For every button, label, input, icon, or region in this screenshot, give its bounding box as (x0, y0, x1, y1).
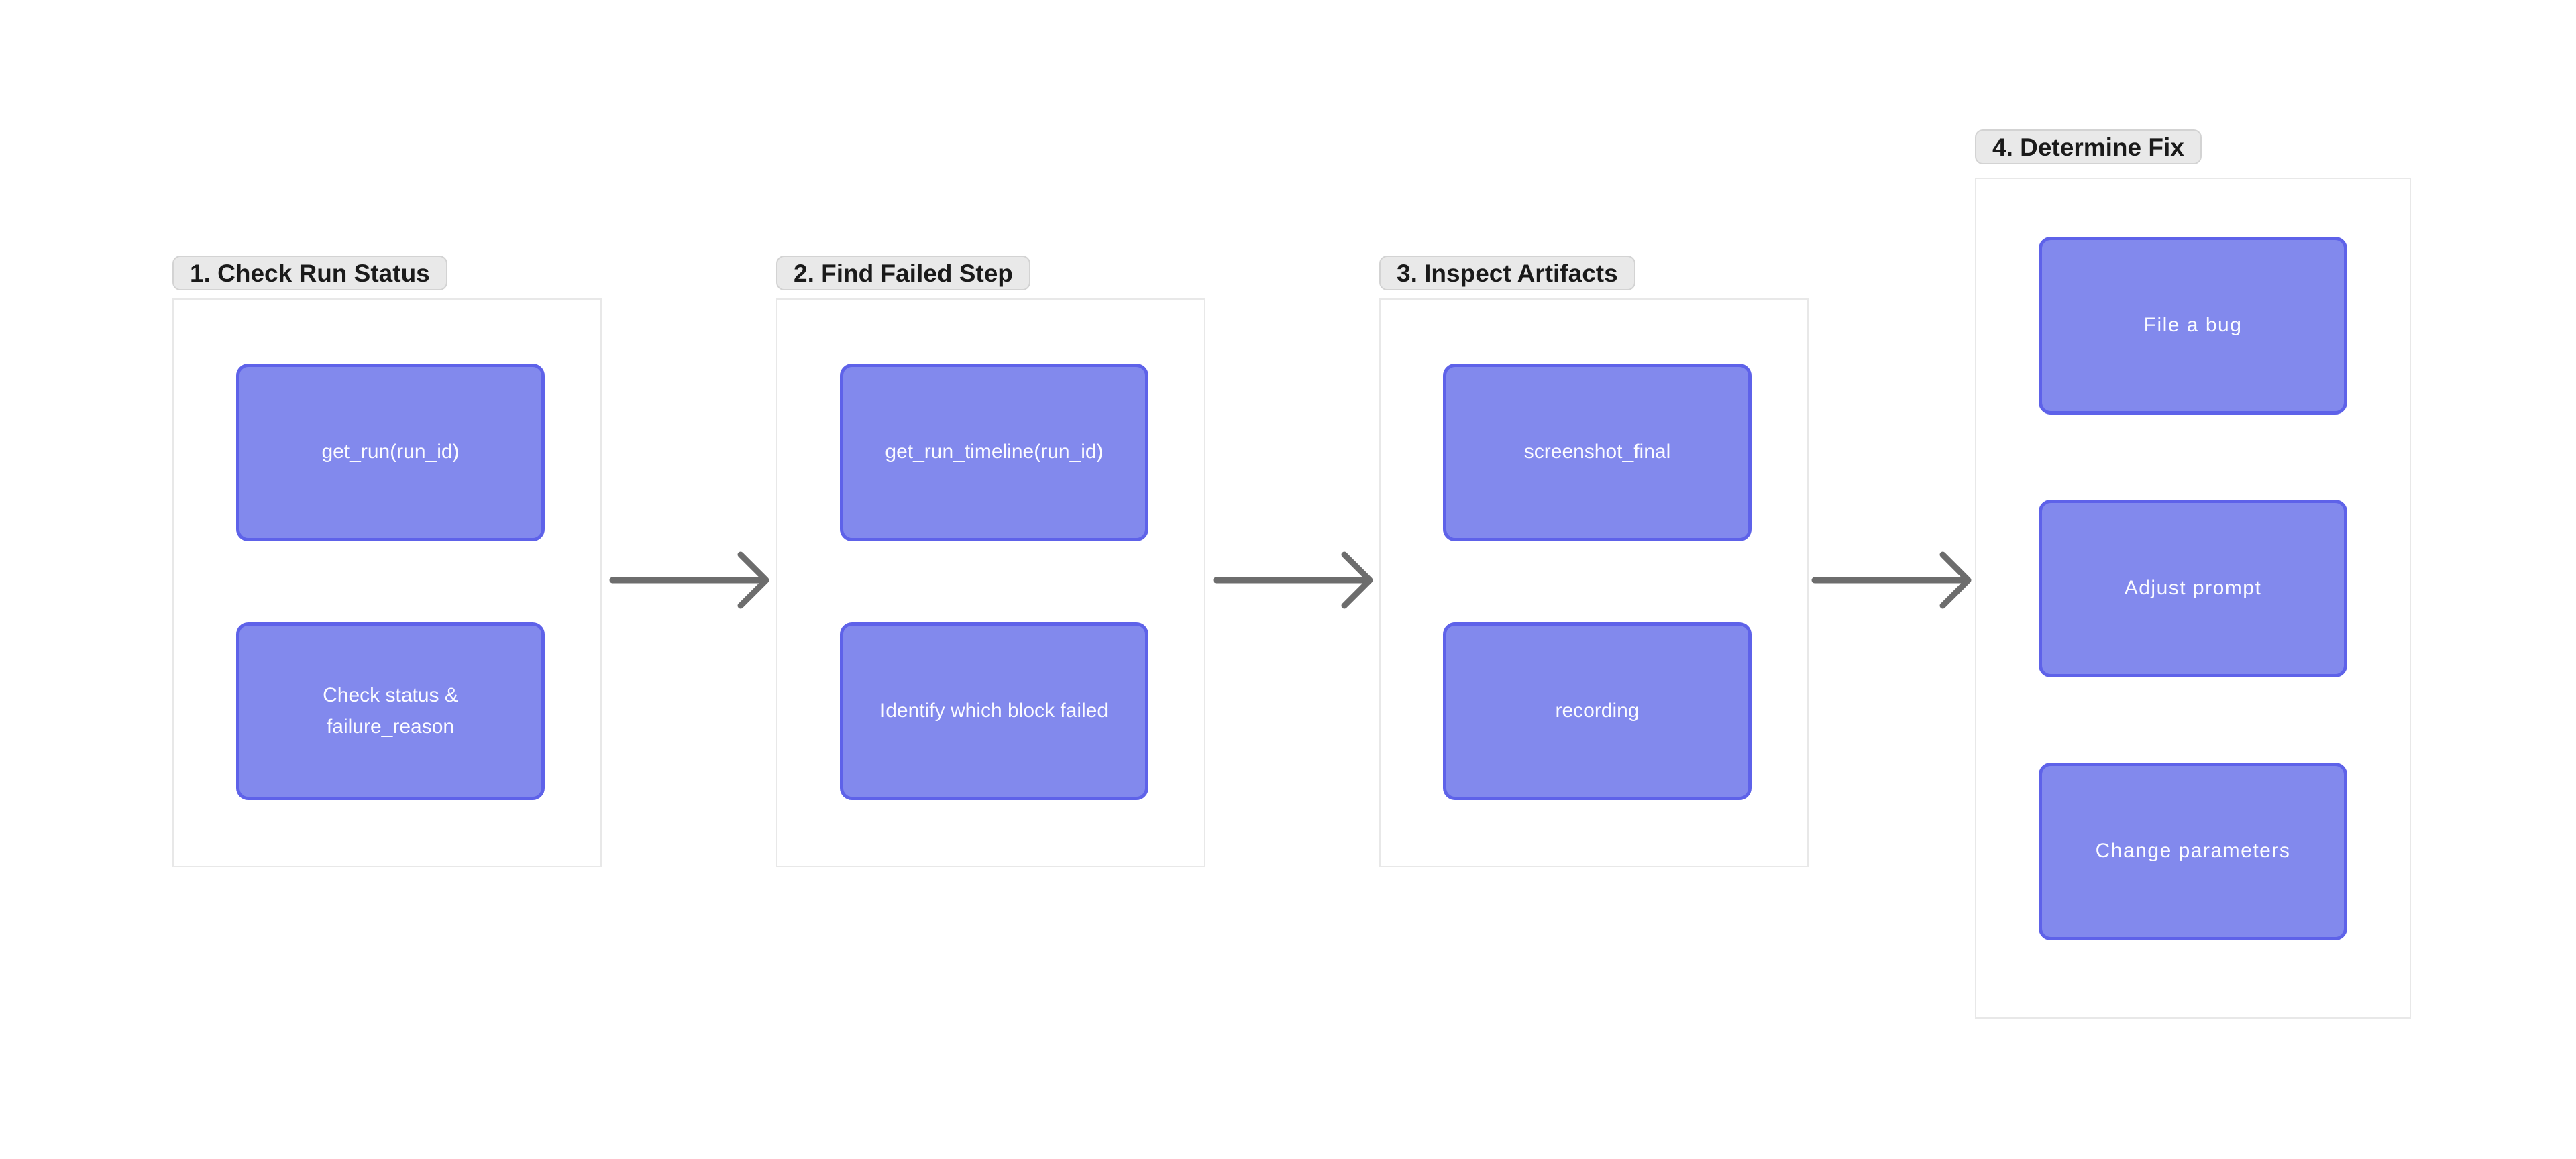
group-label-find-failed-step: 2. Find Failed Step (776, 256, 1030, 290)
group-label-determine-fix: 4. Determine Fix (1975, 129, 2202, 164)
node-recording: recording (1443, 622, 1752, 800)
node-label: recording (1555, 700, 1640, 722)
node-screenshot-final: screenshot_final (1443, 364, 1752, 541)
node-adjust-prompt: Adjust prompt (2039, 500, 2347, 677)
node-label: Change parameters (2095, 840, 2291, 863)
node-file-a-bug: File a bug (2039, 237, 2347, 415)
node-label: Check status & failure_reason (323, 684, 458, 738)
flow-arrow-3-to-4 (1811, 540, 1972, 620)
arrow-right-icon (1213, 551, 1373, 609)
node-label: File a bug (2143, 314, 2243, 337)
node-check-status-failure-reason: Check status & failure_reason (236, 622, 545, 800)
group-label-check-run-status: 1. Check Run Status (172, 256, 447, 290)
node-label: get_run(run_id) (321, 441, 460, 463)
arrow-right-icon (609, 551, 769, 609)
node-label: get_run_timeline(run_id) (885, 441, 1104, 463)
node-label: Identify which block failed (879, 700, 1109, 722)
node-label: screenshot_final (1523, 441, 1671, 463)
node-identify-which-block-failed: Identify which block failed (840, 622, 1148, 800)
node-get-run: get_run(run_id) (236, 364, 545, 541)
group-label-inspect-artifacts: 3. Inspect Artifacts (1379, 256, 1635, 290)
node-change-parameters: Change parameters (2039, 763, 2347, 940)
node-label: Adjust prompt (2124, 577, 2262, 600)
node-get-run-timeline: get_run_timeline(run_id) (840, 364, 1148, 541)
arrow-right-icon (1811, 551, 1972, 609)
flow-arrow-1-to-2 (609, 540, 770, 620)
flow-arrow-2-to-3 (1213, 540, 1374, 620)
